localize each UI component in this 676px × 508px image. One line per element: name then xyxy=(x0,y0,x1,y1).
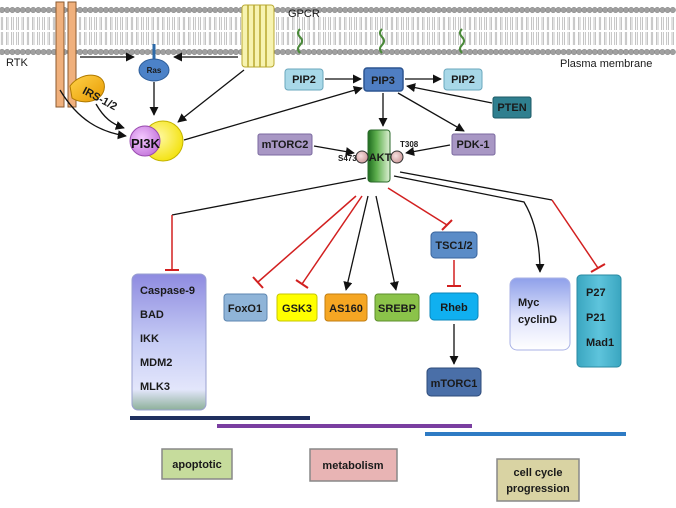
foxo1-label: FoxO1 xyxy=(228,303,262,315)
apop-item-4: MLK3 xyxy=(140,381,170,393)
pip3-anchor xyxy=(379,28,385,54)
s473-phospho-site xyxy=(355,150,369,164)
p27-item-2: Mad1 xyxy=(586,337,614,349)
pi3k-node: PI3K xyxy=(129,120,184,162)
tsc-node: TSC1/2 xyxy=(430,231,478,259)
edge-gpcr-pi3k xyxy=(177,69,245,123)
myc-target-box: Myc cyclinD xyxy=(509,277,571,351)
pip2-left-anchor xyxy=(297,28,303,54)
edge-pip3-pdk1 xyxy=(397,92,465,132)
edge-akt-foxo1 xyxy=(257,195,357,283)
edge-akt-myc xyxy=(393,175,545,273)
p27-item-0: P27 xyxy=(586,287,606,299)
rheb-node: Rheb xyxy=(429,292,479,321)
metabolism-category: metabolism xyxy=(309,448,398,482)
rtk-label: RTK xyxy=(6,57,28,69)
apop-item-1: BAD xyxy=(140,309,164,321)
mtorc1-label: mTORC1 xyxy=(431,378,478,390)
edge-rtk-pi3k xyxy=(59,89,127,140)
tsc-label: TSC1/2 xyxy=(435,240,472,252)
cellcycle-category: cell cycle progression xyxy=(496,458,580,502)
pip2-left-label: PIP2 xyxy=(292,74,316,86)
p27-target-box: P27 P21 Mad1 xyxy=(576,274,622,368)
rheb-label: Rheb xyxy=(440,302,468,314)
mtorc2-node: mTORC2 xyxy=(257,133,313,156)
pten-label: PTEN xyxy=(497,102,526,114)
pdk1-label: PDK-1 xyxy=(456,139,489,151)
myc-item-1: cyclinD xyxy=(518,314,557,326)
pip3-label: PIP3 xyxy=(371,75,395,87)
as160-label: AS160 xyxy=(329,303,363,315)
p27-item-1: P21 xyxy=(586,312,606,324)
akt-node: AKT S473 T308 xyxy=(338,129,419,183)
edge-akt-p27 xyxy=(399,171,553,201)
edge-akt-tsc xyxy=(387,187,448,226)
edge-akt-srebp xyxy=(375,195,399,291)
srebp-label: SREBP xyxy=(378,303,416,315)
t308-label: T308 xyxy=(400,140,419,149)
edge-akt-gsk3 xyxy=(301,195,363,285)
gsk3-label: GSK3 xyxy=(282,303,312,315)
t308-phospho-site xyxy=(390,150,404,164)
s473-label: S473 xyxy=(338,154,357,163)
edge-mtorc2-akt xyxy=(313,145,355,157)
mtorc2-label: mTORC2 xyxy=(262,139,309,151)
apop-item-3: MDM2 xyxy=(140,357,172,369)
pten-node: PTEN xyxy=(492,96,532,119)
irs-node: IRS-1/2 xyxy=(69,74,119,113)
ras-node: Ras xyxy=(138,44,170,82)
foxo1-node: FoxO1 xyxy=(223,293,268,322)
apop-item-2: IKK xyxy=(140,333,159,345)
gsk3-node: GSK3 xyxy=(276,293,318,322)
ras-label: Ras xyxy=(147,66,162,75)
srebp-node: SREBP xyxy=(374,293,420,322)
edge-pdk1-akt xyxy=(405,144,451,157)
pip2-right-label: PIP2 xyxy=(451,74,475,86)
edge-akt-apoptosis xyxy=(171,177,367,216)
pip2-left-node: PIP2 xyxy=(284,68,324,91)
myc-item-0: Myc xyxy=(518,297,539,309)
edges xyxy=(59,52,606,365)
edge-akt-as160 xyxy=(343,195,369,291)
edge-pten-pip3 xyxy=(406,83,493,104)
plasma-membrane xyxy=(0,6,676,56)
edge-pi3k-pip3 xyxy=(183,85,363,141)
gpcr-label: GPCR xyxy=(288,8,320,20)
metabolism-label: metabolism xyxy=(322,460,383,472)
apoptosis-target-box: Caspase-9 BAD IKK MDM2 MLK3 xyxy=(131,273,207,411)
apop-item-0: Caspase-9 xyxy=(140,285,195,297)
as160-node: AS160 xyxy=(324,293,368,322)
pdk1-node: PDK-1 xyxy=(451,133,496,156)
akt-label: AKT xyxy=(369,152,392,164)
edge-irs-pi3k xyxy=(95,103,125,130)
mtorc1-node: mTORC1 xyxy=(426,367,482,397)
cellcycle-label-line1: cell cycle xyxy=(514,467,563,479)
pip2-right-node: PIP2 xyxy=(443,68,483,91)
apoptotic-label: apoptotic xyxy=(172,459,222,471)
pip3-node: PIP3 xyxy=(363,67,404,92)
apoptotic-category: apoptotic xyxy=(161,448,233,480)
pi3k-label: PI3K xyxy=(131,136,161,151)
cellcycle-label-line2: progression xyxy=(506,483,570,495)
pip2-right-anchor xyxy=(459,28,465,54)
plasma-membrane-label: Plasma membrane xyxy=(560,58,652,70)
gpcr-receptor xyxy=(241,4,275,68)
